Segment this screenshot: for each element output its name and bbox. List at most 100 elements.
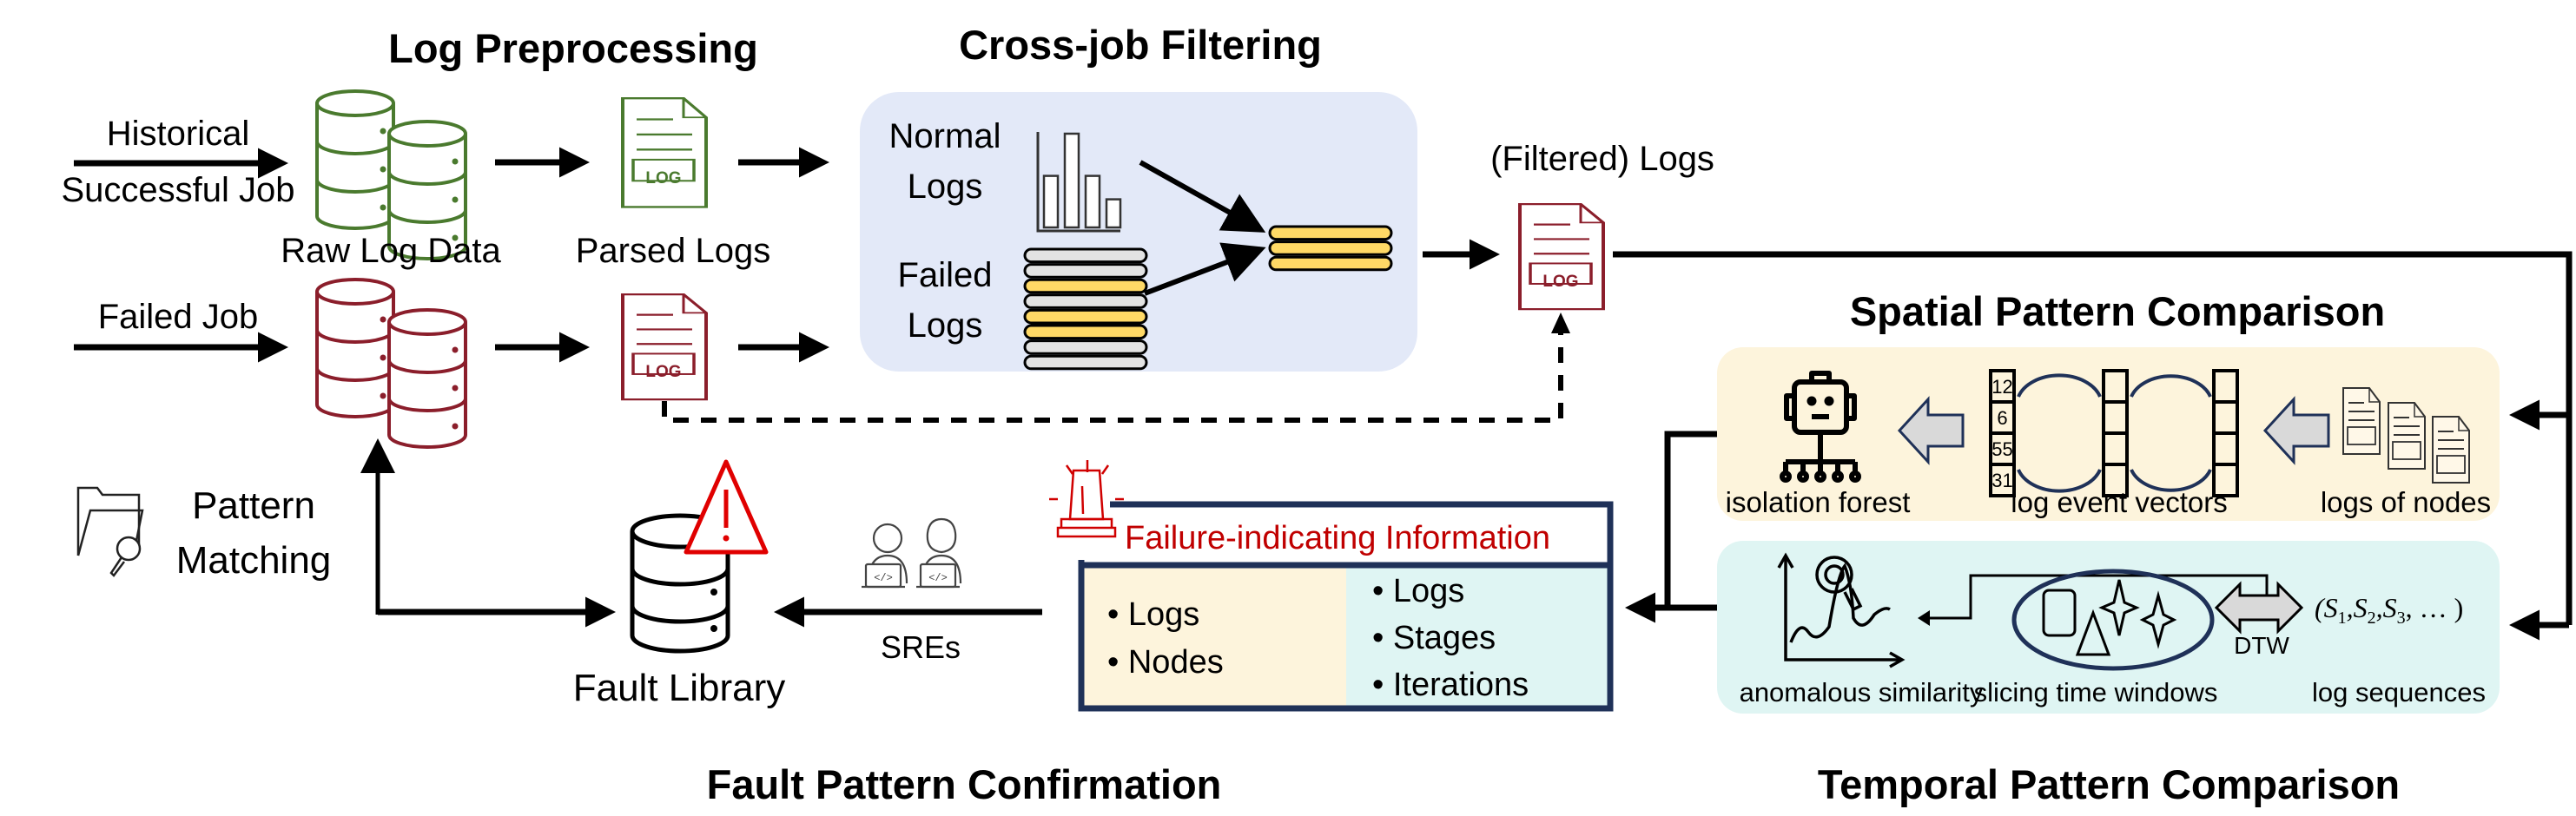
normal-logs-label-line1: Normal xyxy=(889,117,1001,155)
historical-job-label-line2: Successful Job xyxy=(61,171,294,209)
vector-cell xyxy=(2102,431,2129,466)
failure-info-right-list: • Logs • Stages • Iterations xyxy=(1372,573,1529,703)
dtw-feedback-arrowhead xyxy=(1918,610,1930,626)
sre-code-glyph-1: </> xyxy=(874,572,893,584)
histogram-bar xyxy=(1084,174,1101,229)
anomalous-similarity-label: anomalous similarity xyxy=(1740,677,1984,707)
failure-info-item: • Stages xyxy=(1372,620,1496,656)
failure-info-item: • Nodes xyxy=(1107,644,1224,681)
log-event-vectors-label: log event vectors xyxy=(2011,486,2227,518)
log-row-yellow xyxy=(1023,278,1148,294)
failure-info-left-list: • Logs • Nodes xyxy=(1107,596,1224,681)
temporal-pattern-box xyxy=(1717,541,2500,714)
failure-info-title: Failure-indicating Information xyxy=(1125,520,1550,556)
vector-link-arc xyxy=(2017,373,2102,398)
alarm-siren-icon xyxy=(1049,460,1124,538)
left-block-arrow-icon-2 xyxy=(2262,396,2330,465)
parsed-log-red-tag: LOG xyxy=(645,363,681,381)
pattern-matching-label-line1: Pattern xyxy=(192,484,315,527)
dashed-bypass-arrowhead xyxy=(1551,313,1570,333)
isolation-forest-label: isolation forest xyxy=(1726,486,1911,518)
arrow-failed-to-filtered xyxy=(1143,242,1266,296)
filtered-logs-stack xyxy=(1268,225,1393,272)
parsed-log-green-icon xyxy=(621,96,708,209)
cross-job-filtering-box xyxy=(860,92,1417,372)
vector-value: 12 xyxy=(1991,376,2012,398)
log-row-yellow xyxy=(1023,308,1148,325)
parsed-logs-label: Parsed Logs xyxy=(576,232,771,270)
failure-info-temporal-column xyxy=(1346,566,1612,707)
vector-cell xyxy=(2102,369,2129,404)
vector-cell xyxy=(2212,369,2239,404)
section-title-spatial-pattern-comparison: Spatial Pattern Comparison xyxy=(1850,288,2385,334)
histogram-bar xyxy=(1063,132,1080,229)
pattern-matching-label-line2: Matching xyxy=(176,539,332,582)
dtw-feedback-line xyxy=(1928,574,2269,620)
log-row-yellow xyxy=(1268,225,1393,241)
vector-cell xyxy=(1989,369,2016,404)
failed-logs-label-line1: Failed xyxy=(898,256,993,294)
log-row-gray xyxy=(1023,339,1148,355)
histogram-bar xyxy=(1105,198,1122,229)
vector-cell xyxy=(1989,463,2016,497)
vector-cell xyxy=(2212,463,2239,497)
log-row-yellow xyxy=(1268,255,1393,272)
vector-cell xyxy=(2102,463,2129,497)
raw-log-data-label: Raw Log Data xyxy=(281,232,501,270)
section-title-temporal-pattern-comparison: Temporal Pattern Comparison xyxy=(1818,761,2400,807)
log-event-vectors-icon: 12 6 55 31 xyxy=(1989,369,2239,497)
histogram-icon xyxy=(1036,132,1122,233)
historical-job-label-line1: Historical xyxy=(107,115,249,153)
vector-link-arc xyxy=(2017,469,2102,493)
filtered-to-comparison-line xyxy=(1613,251,2573,625)
failure-info-item: • Logs xyxy=(1107,596,1199,633)
log-sequences-label: log sequences xyxy=(2312,677,2486,707)
logs-of-nodes-label: logs of nodes xyxy=(2321,486,2491,518)
log-row-gray xyxy=(1023,293,1148,309)
slicing-time-windows-icon xyxy=(2011,569,2215,671)
section-title-cross-job-filtering: Cross-job Filtering xyxy=(959,22,1322,68)
failure-info-spatial-column xyxy=(1084,566,1346,707)
vector-value: 6 xyxy=(1997,407,2007,429)
failure-info-frame xyxy=(1078,501,1614,712)
log-row-gray xyxy=(1023,354,1148,371)
slicing-time-windows-label: slicing time windows xyxy=(1974,677,2218,707)
left-block-arrow-icon xyxy=(1897,396,1965,465)
dashed-bypass-line xyxy=(662,328,1563,423)
warning-triangle-icon xyxy=(684,459,769,555)
sre-code-glyph-2: </> xyxy=(928,572,948,584)
vector-cell xyxy=(2102,400,2129,435)
log-row-gray xyxy=(1023,263,1148,279)
spatial-output-line xyxy=(1664,431,1717,608)
filtered-log-red-icon xyxy=(1518,202,1605,312)
sequence-notation: (S1,S2,S3, … ) xyxy=(2315,592,2463,628)
anomalous-similarity-icon xyxy=(1777,552,1906,668)
filtered-log-tag: LOG xyxy=(1542,273,1578,291)
vector-cell xyxy=(2212,400,2239,435)
vector-value: 31 xyxy=(1991,470,2012,491)
failed-job-label: Failed Job xyxy=(98,298,259,336)
raw-log-database-red-icon xyxy=(315,278,467,449)
log-row-gray xyxy=(1023,247,1148,264)
log-row-yellow xyxy=(1023,324,1148,340)
arrow-normal-to-filtered xyxy=(1139,160,1266,233)
vector-link-arc xyxy=(2130,469,2212,492)
failure-info-item: • Iterations xyxy=(1372,667,1529,703)
log-row-yellow xyxy=(1268,240,1393,256)
dtw-double-arrow-icon xyxy=(2214,581,2304,635)
section-title-fault-pattern-confirmation: Fault Pattern Confirmation xyxy=(707,761,1222,807)
vector-link-arc xyxy=(2130,374,2212,398)
failed-logs-label-line2: Logs xyxy=(908,306,983,345)
histogram-bar xyxy=(1042,174,1060,229)
sre-engineers-icon xyxy=(862,517,962,589)
dtw-label: DTW xyxy=(2234,632,2289,659)
vector-cell xyxy=(2212,431,2239,466)
failure-info-item: • Logs xyxy=(1372,573,1464,609)
isolation-forest-robot-icon xyxy=(1780,371,1861,483)
normal-logs-label-line2: Logs xyxy=(908,168,983,206)
vector-value: 55 xyxy=(1991,438,2012,460)
failed-logs-stack xyxy=(1023,247,1148,371)
parsed-log-red-icon xyxy=(621,293,708,402)
pattern-matching-folder-icon xyxy=(76,486,144,577)
